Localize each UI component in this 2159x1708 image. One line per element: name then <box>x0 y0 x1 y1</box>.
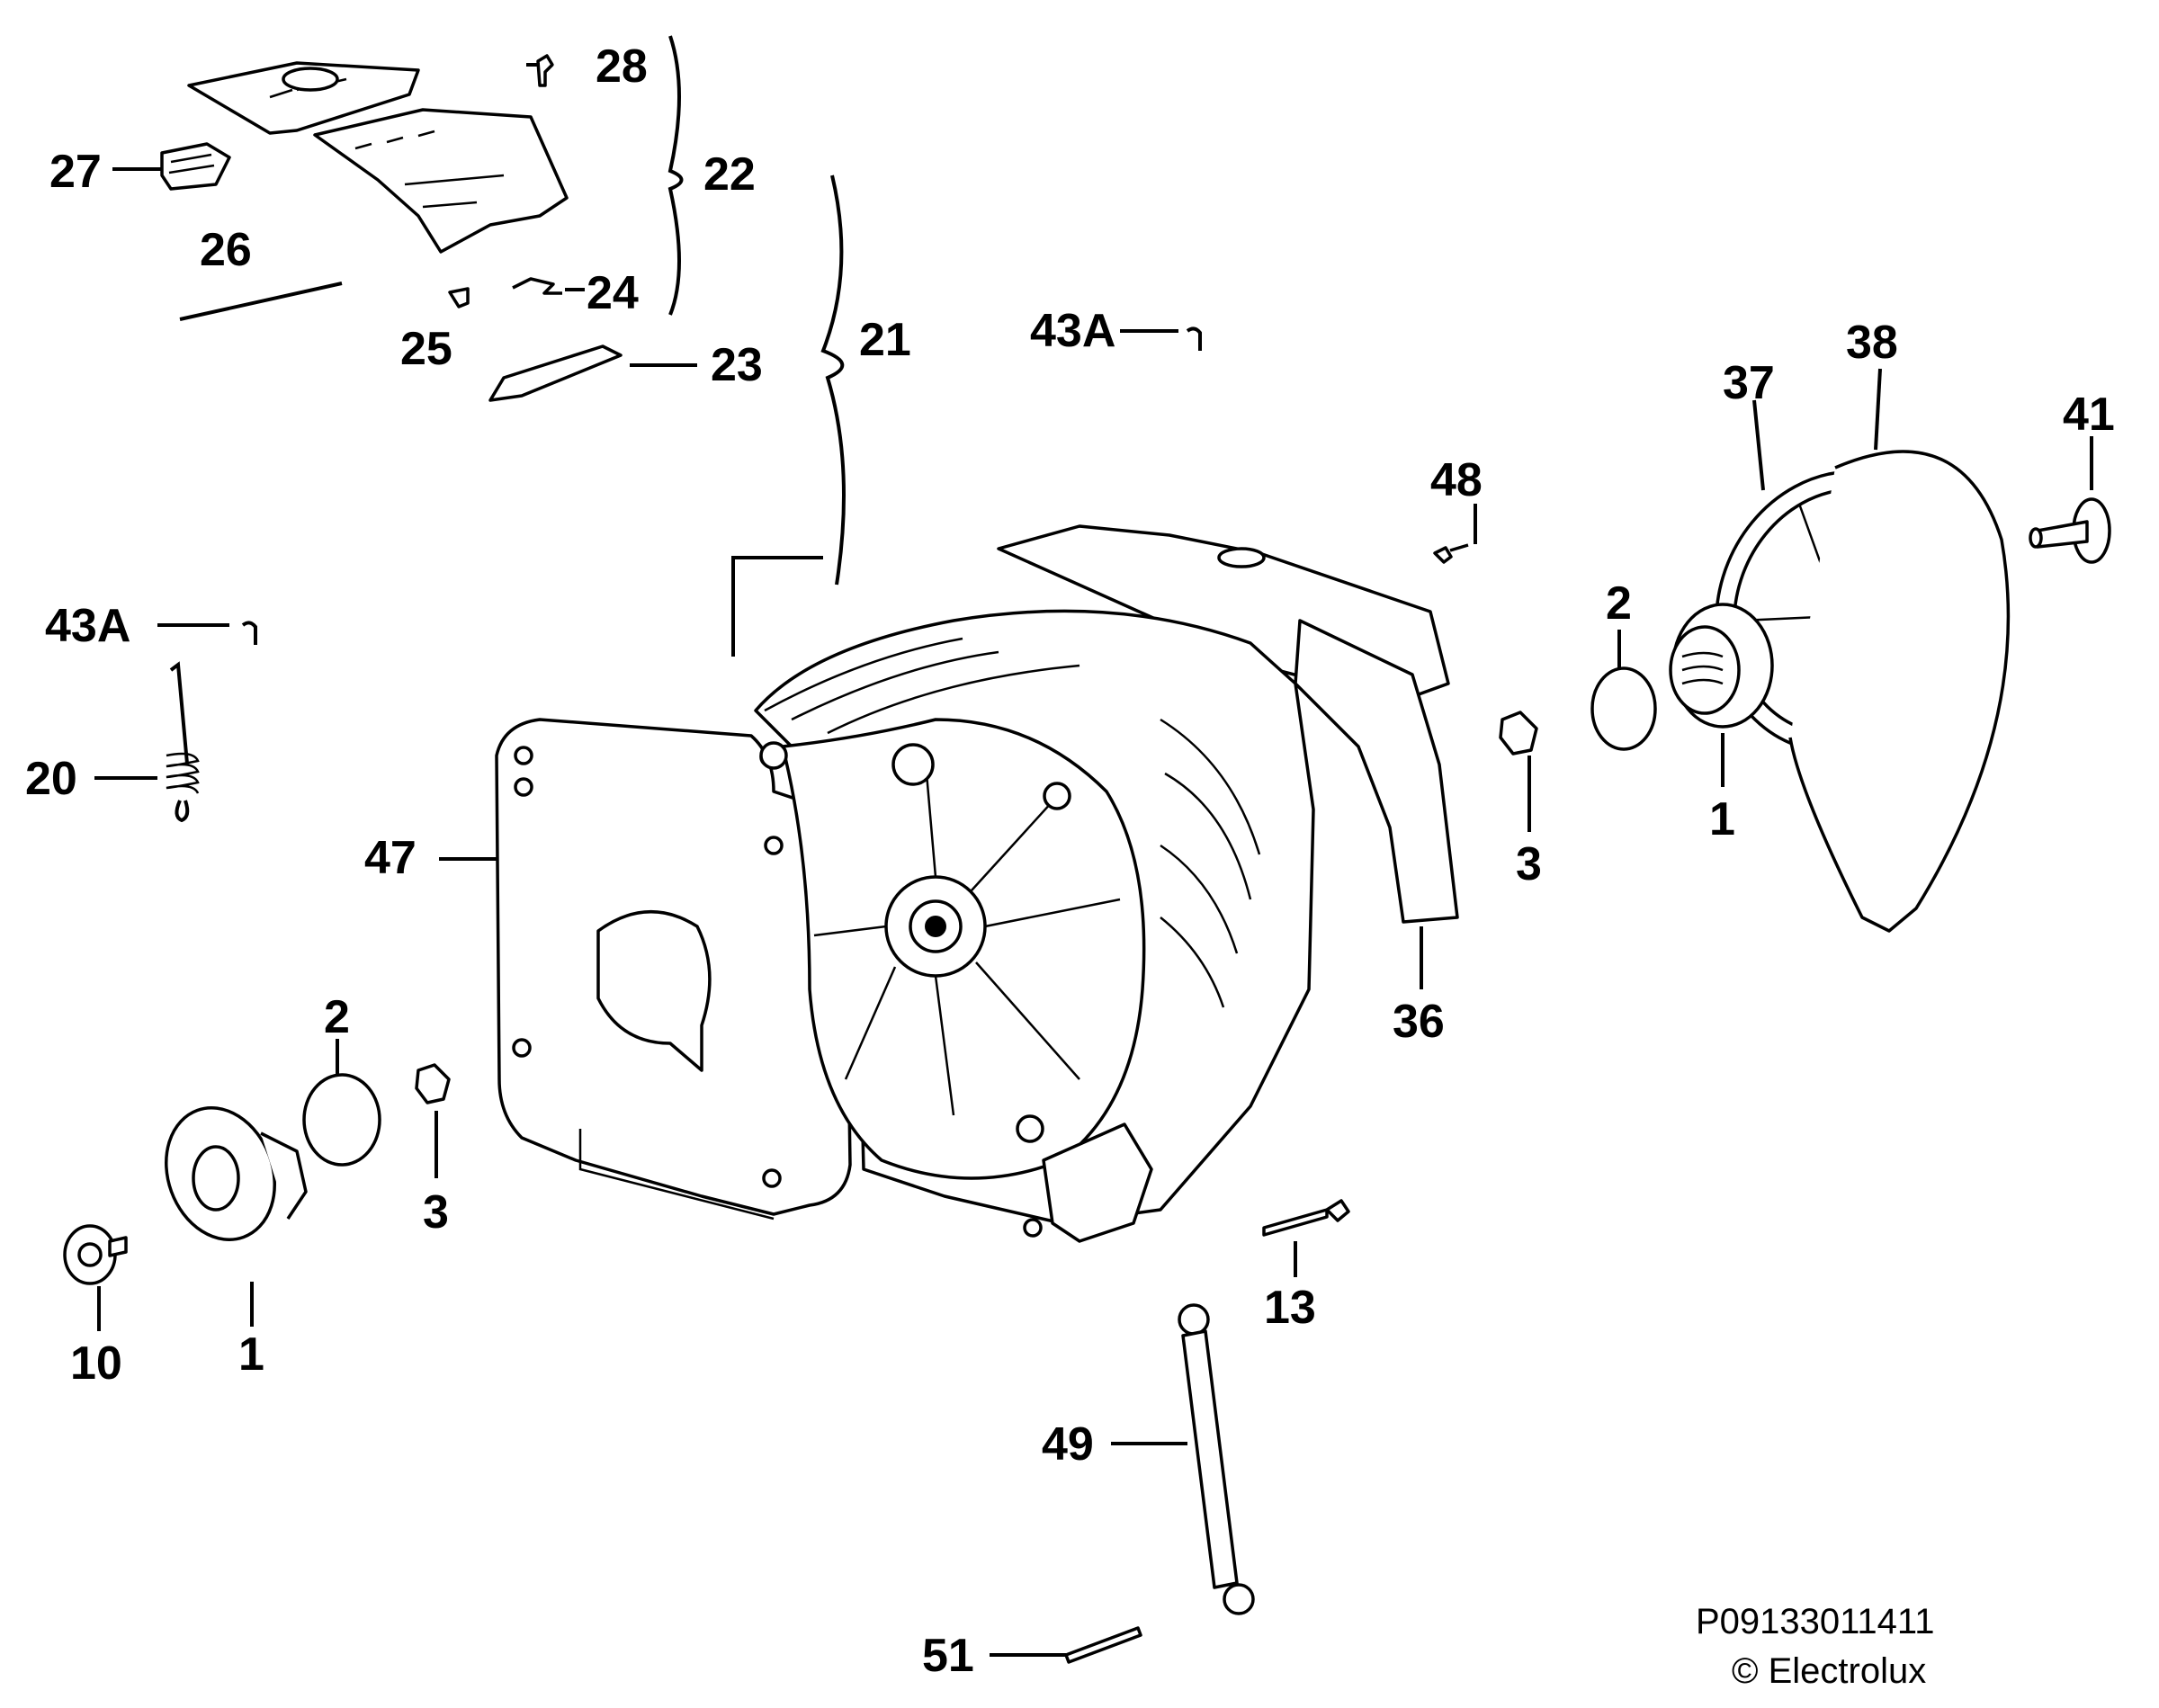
rod-part-26 <box>179 282 343 321</box>
callout-2-right: 2 <box>1606 577 1632 630</box>
callout-13: 13 <box>1264 1282 1316 1334</box>
nut-part-3-right <box>1499 711 1538 756</box>
clip-part-25 <box>448 287 470 309</box>
channel-part-23 <box>488 344 623 402</box>
duct-part-36 <box>1294 619 1459 924</box>
bearing-flange-part-1-left <box>165 1106 308 1241</box>
callout-47: 47 <box>364 832 417 884</box>
spring-clip-part-24 <box>512 277 562 295</box>
callout-3-left: 3 <box>423 1186 449 1239</box>
pin-part-51 <box>1064 1626 1142 1664</box>
hook-part-43a-top <box>1186 326 1202 351</box>
callout-49: 49 <box>1042 1418 1094 1471</box>
detergent-cup-part-27 <box>160 142 231 191</box>
callout-38: 38 <box>1846 317 1898 369</box>
spring-part-20 <box>166 661 200 823</box>
callout-1-right: 1 <box>1709 793 1735 845</box>
front-panel-part-47 <box>495 718 852 1221</box>
hook-part-43a-left <box>241 621 257 645</box>
bearing-flange-part-1-right <box>1669 603 1774 729</box>
callout-24: 24 <box>587 267 639 319</box>
callout-21: 21 <box>859 314 911 366</box>
leader-lines <box>94 63 2093 1657</box>
belt-part-38 <box>1788 450 2011 933</box>
part-code: P09133011411 <box>1696 1602 1935 1641</box>
copyright-notice: © Electrolux <box>1732 1651 1927 1691</box>
callout-25: 25 <box>400 323 452 375</box>
callout-43a-left: 43A <box>45 600 131 652</box>
nut-part-3-left <box>415 1063 451 1104</box>
shaft-bolt-part-41 <box>2029 497 2111 564</box>
screw-part-13 <box>1262 1199 1350 1237</box>
screw-part-28 <box>536 54 554 87</box>
callout-48: 48 <box>1430 454 1483 506</box>
callout-43a-top: 43A <box>1030 305 1116 357</box>
callout-23: 23 <box>711 339 763 391</box>
callout-36: 36 <box>1393 996 1445 1048</box>
callout-3-right: 3 <box>1516 838 1542 890</box>
o-ring-part-2-left <box>302 1073 381 1167</box>
callout-37: 37 <box>1723 357 1775 409</box>
callout-28: 28 <box>596 40 648 93</box>
callout-27: 27 <box>49 146 102 198</box>
screw-part-48 <box>1433 543 1469 564</box>
callout-26: 26 <box>200 224 252 276</box>
damper-part-49 <box>1178 1303 1255 1615</box>
o-ring-part-2-right <box>1590 666 1657 751</box>
callout-22: 22 <box>703 148 756 201</box>
bolt-part-10 <box>63 1224 128 1285</box>
callout-41: 41 <box>2063 389 2115 441</box>
brace-21 <box>820 174 846 586</box>
callout-1-left: 1 <box>238 1328 264 1381</box>
callout-20: 20 <box>25 753 77 805</box>
callout-51: 51 <box>922 1630 974 1682</box>
callout-2-left: 2 <box>324 991 350 1043</box>
detergent-cover-part-22 <box>187 61 569 254</box>
callout-10: 10 <box>70 1337 122 1390</box>
brace-22 <box>667 35 684 316</box>
bracket-21 <box>731 556 823 657</box>
tub-housing <box>754 524 1459 1243</box>
